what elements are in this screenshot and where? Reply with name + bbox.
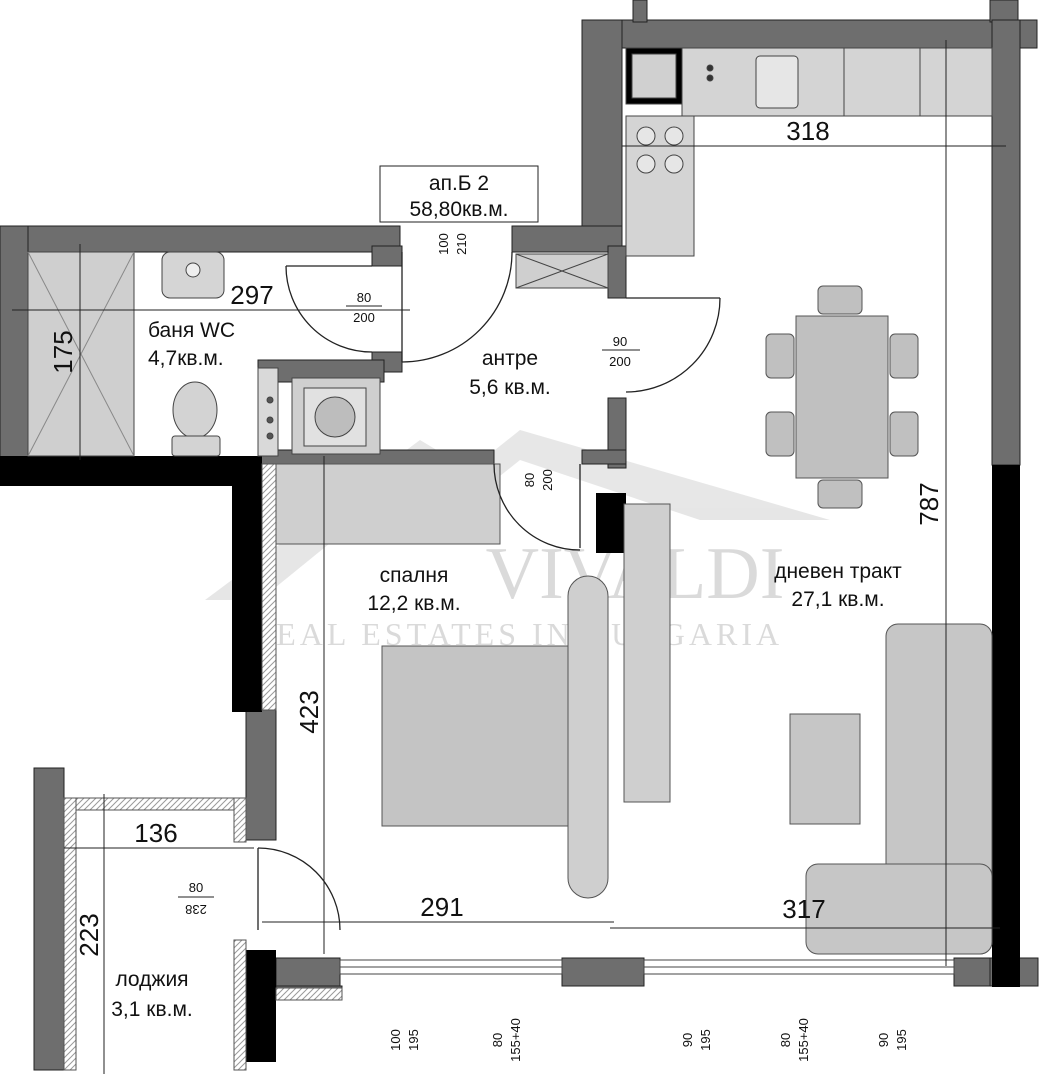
dining-table xyxy=(795,315,889,479)
dim-kitchen-width: 318 xyxy=(786,116,829,146)
window-5-h: 195 xyxy=(894,1029,909,1051)
hall-name: антре xyxy=(482,347,538,370)
dim-living-depth: 787 xyxy=(914,482,944,525)
living-name: дневен тракт xyxy=(774,560,902,583)
labels: ап.Б 2 58,80кв.м. баня WC 4,7кв.м. антре… xyxy=(48,116,944,1062)
dim-bath-depth: 175 xyxy=(48,330,78,373)
door-loggia-w: 80 xyxy=(189,880,203,895)
apartment-name: ап.Б 2 xyxy=(429,172,489,195)
bed xyxy=(381,645,579,827)
dimension-lines xyxy=(12,40,1006,1074)
window-2-w: 80 xyxy=(490,1033,505,1047)
door-living-h: 200 xyxy=(609,354,631,369)
window-2-h: 155+40 xyxy=(508,1018,523,1062)
bathroom-fixtures xyxy=(27,251,279,457)
window-3-w: 90 xyxy=(680,1033,695,1047)
dim-loggia-depth: 223 xyxy=(74,913,104,956)
sink xyxy=(755,55,799,109)
door-bedroom-w: 80 xyxy=(522,473,537,487)
window-1-w: 100 xyxy=(388,1029,403,1051)
door-entrance-w: 100 xyxy=(436,233,451,255)
bedroom-name: спалня xyxy=(380,564,449,587)
stove xyxy=(625,115,695,257)
coffee-table xyxy=(789,713,861,825)
bath-area: 4,7кв.м. xyxy=(148,347,224,370)
apartment-box xyxy=(379,165,539,223)
dim-bath-width: 297 xyxy=(230,280,273,310)
apartment-area: 58,80кв.м. xyxy=(409,198,508,221)
window-4-w: 80 xyxy=(778,1033,793,1047)
wardrobe xyxy=(275,463,501,545)
door-living-w: 90 xyxy=(613,334,627,349)
hall-area: 5,6 кв.м. xyxy=(469,376,550,399)
loggia-name: лоджия xyxy=(115,968,188,991)
windows xyxy=(339,959,955,975)
structural-walls xyxy=(0,456,1020,1062)
bath-name: баня WC xyxy=(148,319,235,342)
window-4-h: 155+40 xyxy=(796,1018,811,1062)
boiler xyxy=(257,367,279,457)
loggia-area: 3,1 кв.м. xyxy=(111,998,192,1021)
toilet xyxy=(172,381,218,439)
dim-loggia-width: 136 xyxy=(134,818,177,848)
kitchen-fixtures xyxy=(515,47,993,289)
living-area: 27,1 кв.м. xyxy=(791,588,884,611)
window-5-w: 90 xyxy=(876,1033,891,1047)
bedroom-furniture xyxy=(275,463,671,899)
door-loggia-h: 238 xyxy=(185,902,207,917)
tv-unit xyxy=(623,503,671,803)
door-bath-w: 80 xyxy=(357,290,371,305)
washing-machine xyxy=(291,377,381,455)
window-1-h: 195 xyxy=(406,1029,421,1051)
dim-bedroom-depth: 423 xyxy=(294,690,324,733)
dim-living-width: 317 xyxy=(782,894,825,924)
doors xyxy=(257,251,721,931)
window-3-h: 195 xyxy=(698,1029,713,1051)
insulation-walls xyxy=(63,463,343,1071)
door-bedroom-h: 200 xyxy=(540,469,555,491)
dim-bedroom-width: 291 xyxy=(420,892,463,922)
bedroom-area: 12,2 кв.м. xyxy=(367,592,460,615)
dining-set xyxy=(765,285,919,509)
kitchen-counter xyxy=(681,47,993,117)
door-entrance-h: 210 xyxy=(454,233,469,255)
door-bath-h: 200 xyxy=(353,310,375,325)
